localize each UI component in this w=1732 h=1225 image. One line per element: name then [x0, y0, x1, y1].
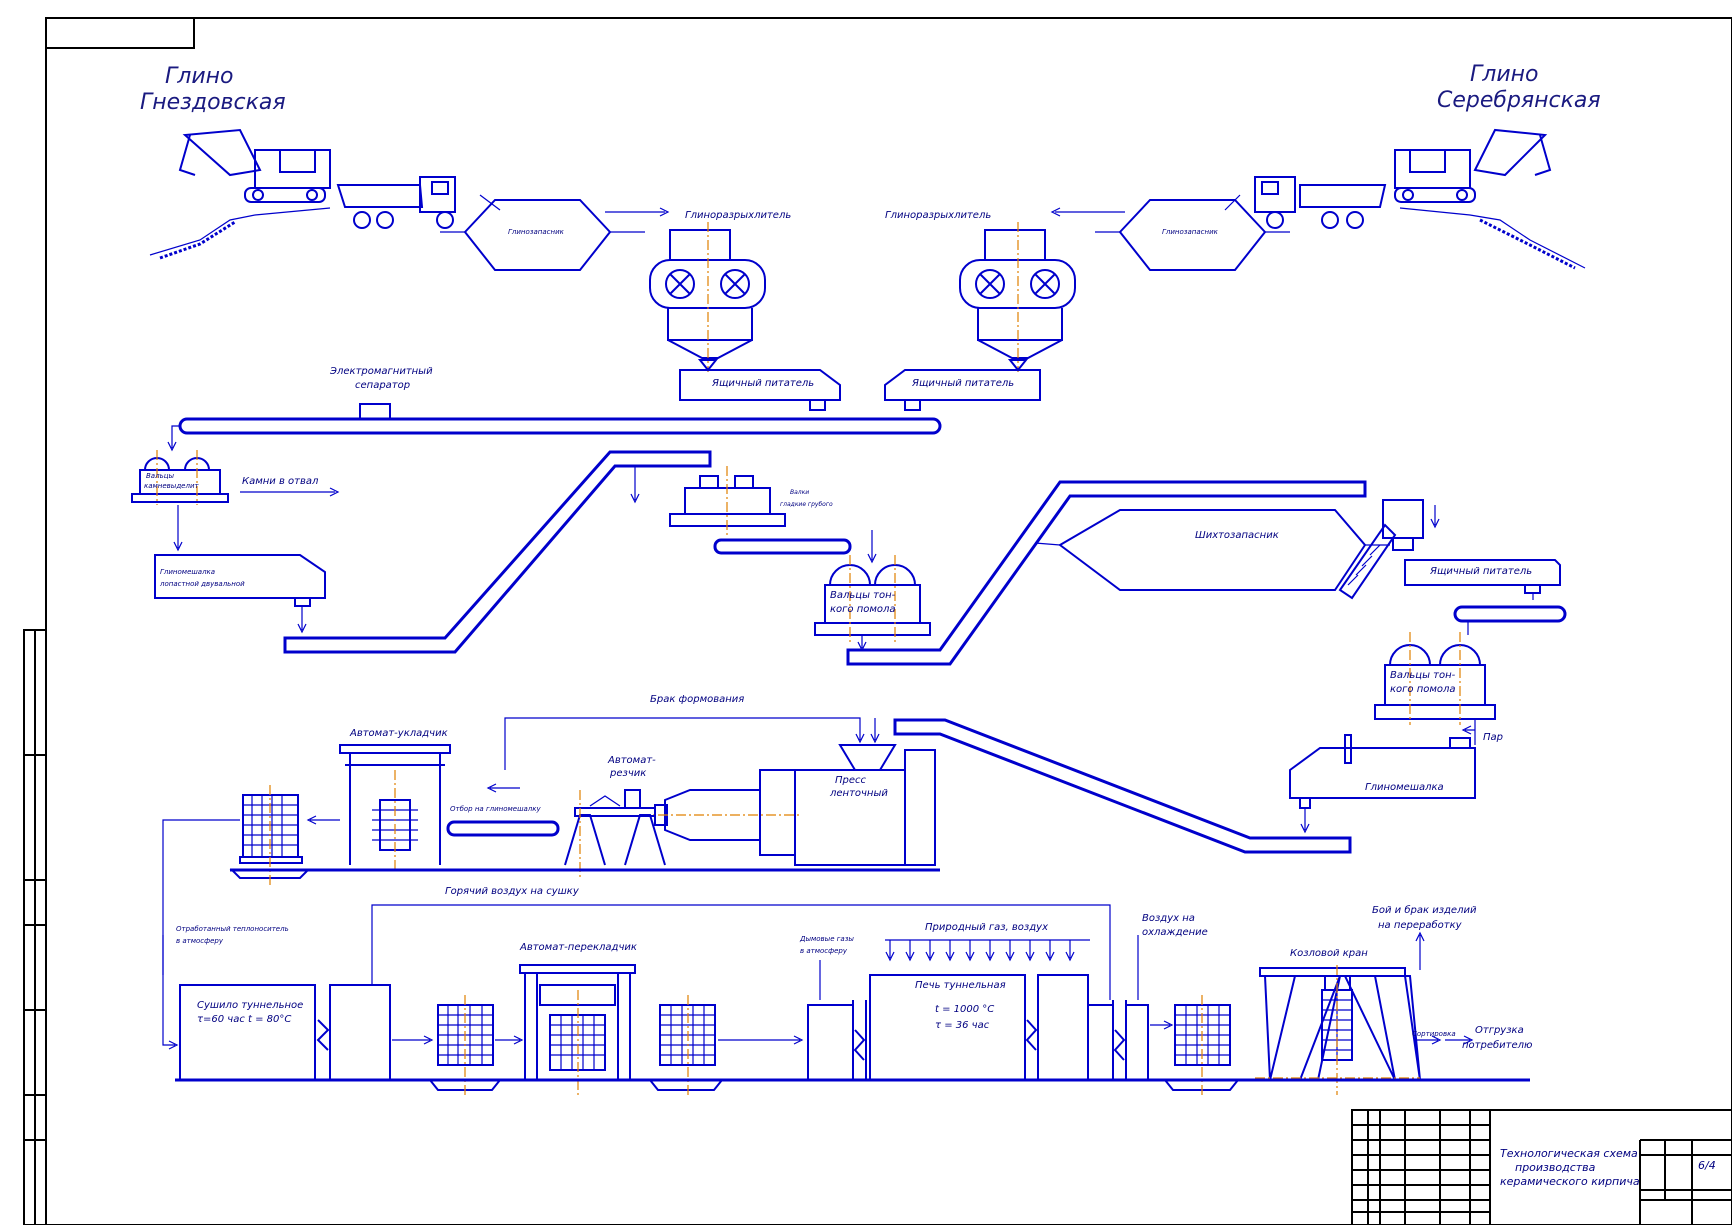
clay-mixer-bottom-label: Глиномешалка [1365, 782, 1444, 794]
stones-to-dump-label: Камни в отвал [242, 476, 318, 488]
frame-corner-stamp [46, 18, 194, 48]
trim-conveyor [448, 822, 558, 835]
clay-grinder-left-label: Глиноразрыхлитель [685, 210, 791, 222]
fine-rollers-1-label-2: кого помола [830, 604, 896, 616]
title-block-sheet: 6/4 [1698, 1160, 1716, 1173]
reloader-label: Автомат-перекладчик [520, 942, 637, 954]
press-label-2: ленточный [830, 788, 888, 800]
title-block-title-2: производства [1515, 1162, 1595, 1175]
smooth-rollers-label-1: Валки [790, 490, 809, 497]
arrow-to-grinder-left [605, 208, 668, 216]
clay-mixer-top [155, 555, 325, 598]
box-feeder-right-label: Ящичный питатель [912, 378, 1014, 390]
excavator-left-icon [180, 130, 330, 202]
cooling-air-label-2: охлаждение [1142, 927, 1208, 939]
product-reject-label-1: Бой и брак изделий [1372, 905, 1476, 917]
box-feeder-left-label: Ящичный питатель [712, 378, 814, 390]
dump-truck-left-icon [338, 177, 455, 228]
smooth-rollers [670, 466, 785, 535]
clay-hopper-right-label: Глинозапасник [1162, 228, 1218, 236]
conveyor-5 [1455, 607, 1565, 621]
box-feeder-3-label: Ящичный питатель [1430, 566, 1532, 578]
ground-hatch-left [160, 222, 235, 258]
arrow-to-grinder-right [1052, 208, 1125, 216]
shipment-label-1: Отгрузка [1475, 1025, 1524, 1037]
charge-hopper-label: Шихтозапасник [1195, 530, 1279, 542]
dryer-label-2: τ=60 час t = 80°С [197, 1014, 291, 1026]
dump-truck-right-icon [1255, 177, 1385, 228]
exhaust-label-1: Отработанный теплоноситель [176, 925, 289, 933]
conveyor-3 [715, 540, 850, 553]
clay-mixer-bottom [1290, 735, 1475, 808]
gantry-crane [1255, 965, 1420, 1095]
forming-reject-line [505, 718, 864, 770]
clay-right-label-1: Глино [1470, 62, 1538, 87]
loader-label: Автомат-укладчик [350, 728, 448, 740]
charge-elevator [1340, 500, 1423, 598]
cutter-label-1: Автомат- [608, 755, 656, 767]
press-label-1: Пресс [835, 775, 866, 787]
ground-left [150, 208, 330, 255]
conveyor-6 [895, 720, 1350, 852]
product-reject-label-2: на переработку [1378, 920, 1462, 932]
magnetic-separator [360, 404, 390, 419]
automatic-loader [340, 745, 450, 870]
bridge-crane-label: Козловой кран [1290, 948, 1368, 960]
stone-rollers-label-1: Вальцы [146, 472, 174, 480]
fine-rollers-1-label-1: Вальцы тон- [830, 590, 895, 602]
clay-grinder-right-label: Глиноразрыхлитель [885, 210, 991, 222]
left-margin-stamp [24, 630, 46, 1225]
hot-air-label: Горячий воздух на сушку [445, 886, 579, 898]
title-block-title-3: керамического кирпича [1500, 1176, 1640, 1189]
clay-grinder-left [650, 222, 765, 372]
automatic-cutter [565, 790, 665, 880]
belt-press [640, 745, 935, 865]
fine-rollers-2-label-2: кого помола [1390, 684, 1456, 696]
stone-rollers-label-2: камневыделит [144, 482, 199, 490]
shipment-label-2: потребителю [1462, 1040, 1532, 1052]
flue-gas-label-1: Дымовые газы [800, 935, 854, 943]
gas-burner-arrows [886, 940, 1074, 960]
separator-label-2: сепаратор [355, 380, 410, 392]
charge-hopper [1060, 510, 1365, 590]
conveyor-2 [285, 452, 710, 652]
exhaust-label-2: в атмосферу [176, 937, 223, 945]
natural-gas-label: Природный газ, воздух [925, 922, 1048, 934]
clay-right-label-2: Серебрянская [1437, 88, 1601, 113]
smooth-rollers-label-2: гладкие грубого [780, 502, 833, 509]
kiln-label-3: τ = 36 час [935, 1020, 989, 1032]
clay-mixer-top-label-1: Глиномешалка [160, 568, 215, 576]
dryer-label-1: Сушило туннельное [197, 1000, 303, 1012]
sorting-label: Сортировка [1412, 1030, 1456, 1038]
ground-hatch-right [1480, 220, 1575, 268]
clay-mixer-top-label-2: лопастной двувальной [160, 580, 245, 588]
cooling-air-label-1: Воздух на [1142, 913, 1195, 925]
trim-to-mixer-label: Отбор на глиномешалку [450, 805, 541, 813]
kiln-label-2: t = 1000 °С [935, 1004, 994, 1016]
title-block-title-1: Технологическая схема [1500, 1148, 1638, 1161]
arrow-stones-to-dump [240, 488, 338, 496]
arrow-truck-left [480, 195, 500, 210]
steam-label: Пар [1483, 732, 1503, 744]
flue-gas-label-2: в атмосферу [800, 947, 847, 955]
cutter-label-2: резчик [610, 768, 646, 780]
clay-left-label-2: Гнездовская [140, 90, 286, 115]
excavator-right-icon [1395, 130, 1550, 202]
kiln-label-1: Печь туннельная [915, 980, 1006, 992]
clay-grinder-right [960, 222, 1075, 372]
automatic-reloader [520, 965, 635, 1095]
fine-rollers-2-label-1: Вальцы тон- [1390, 670, 1455, 682]
separator-label-1: Электромагнитный [330, 366, 433, 378]
conveyor-1 [180, 419, 940, 433]
clay-hopper-left-label: Глинозапасник [508, 228, 564, 236]
clay-left-label-1: Глино [165, 64, 233, 89]
forming-reject-label: Брак формования [650, 694, 744, 706]
